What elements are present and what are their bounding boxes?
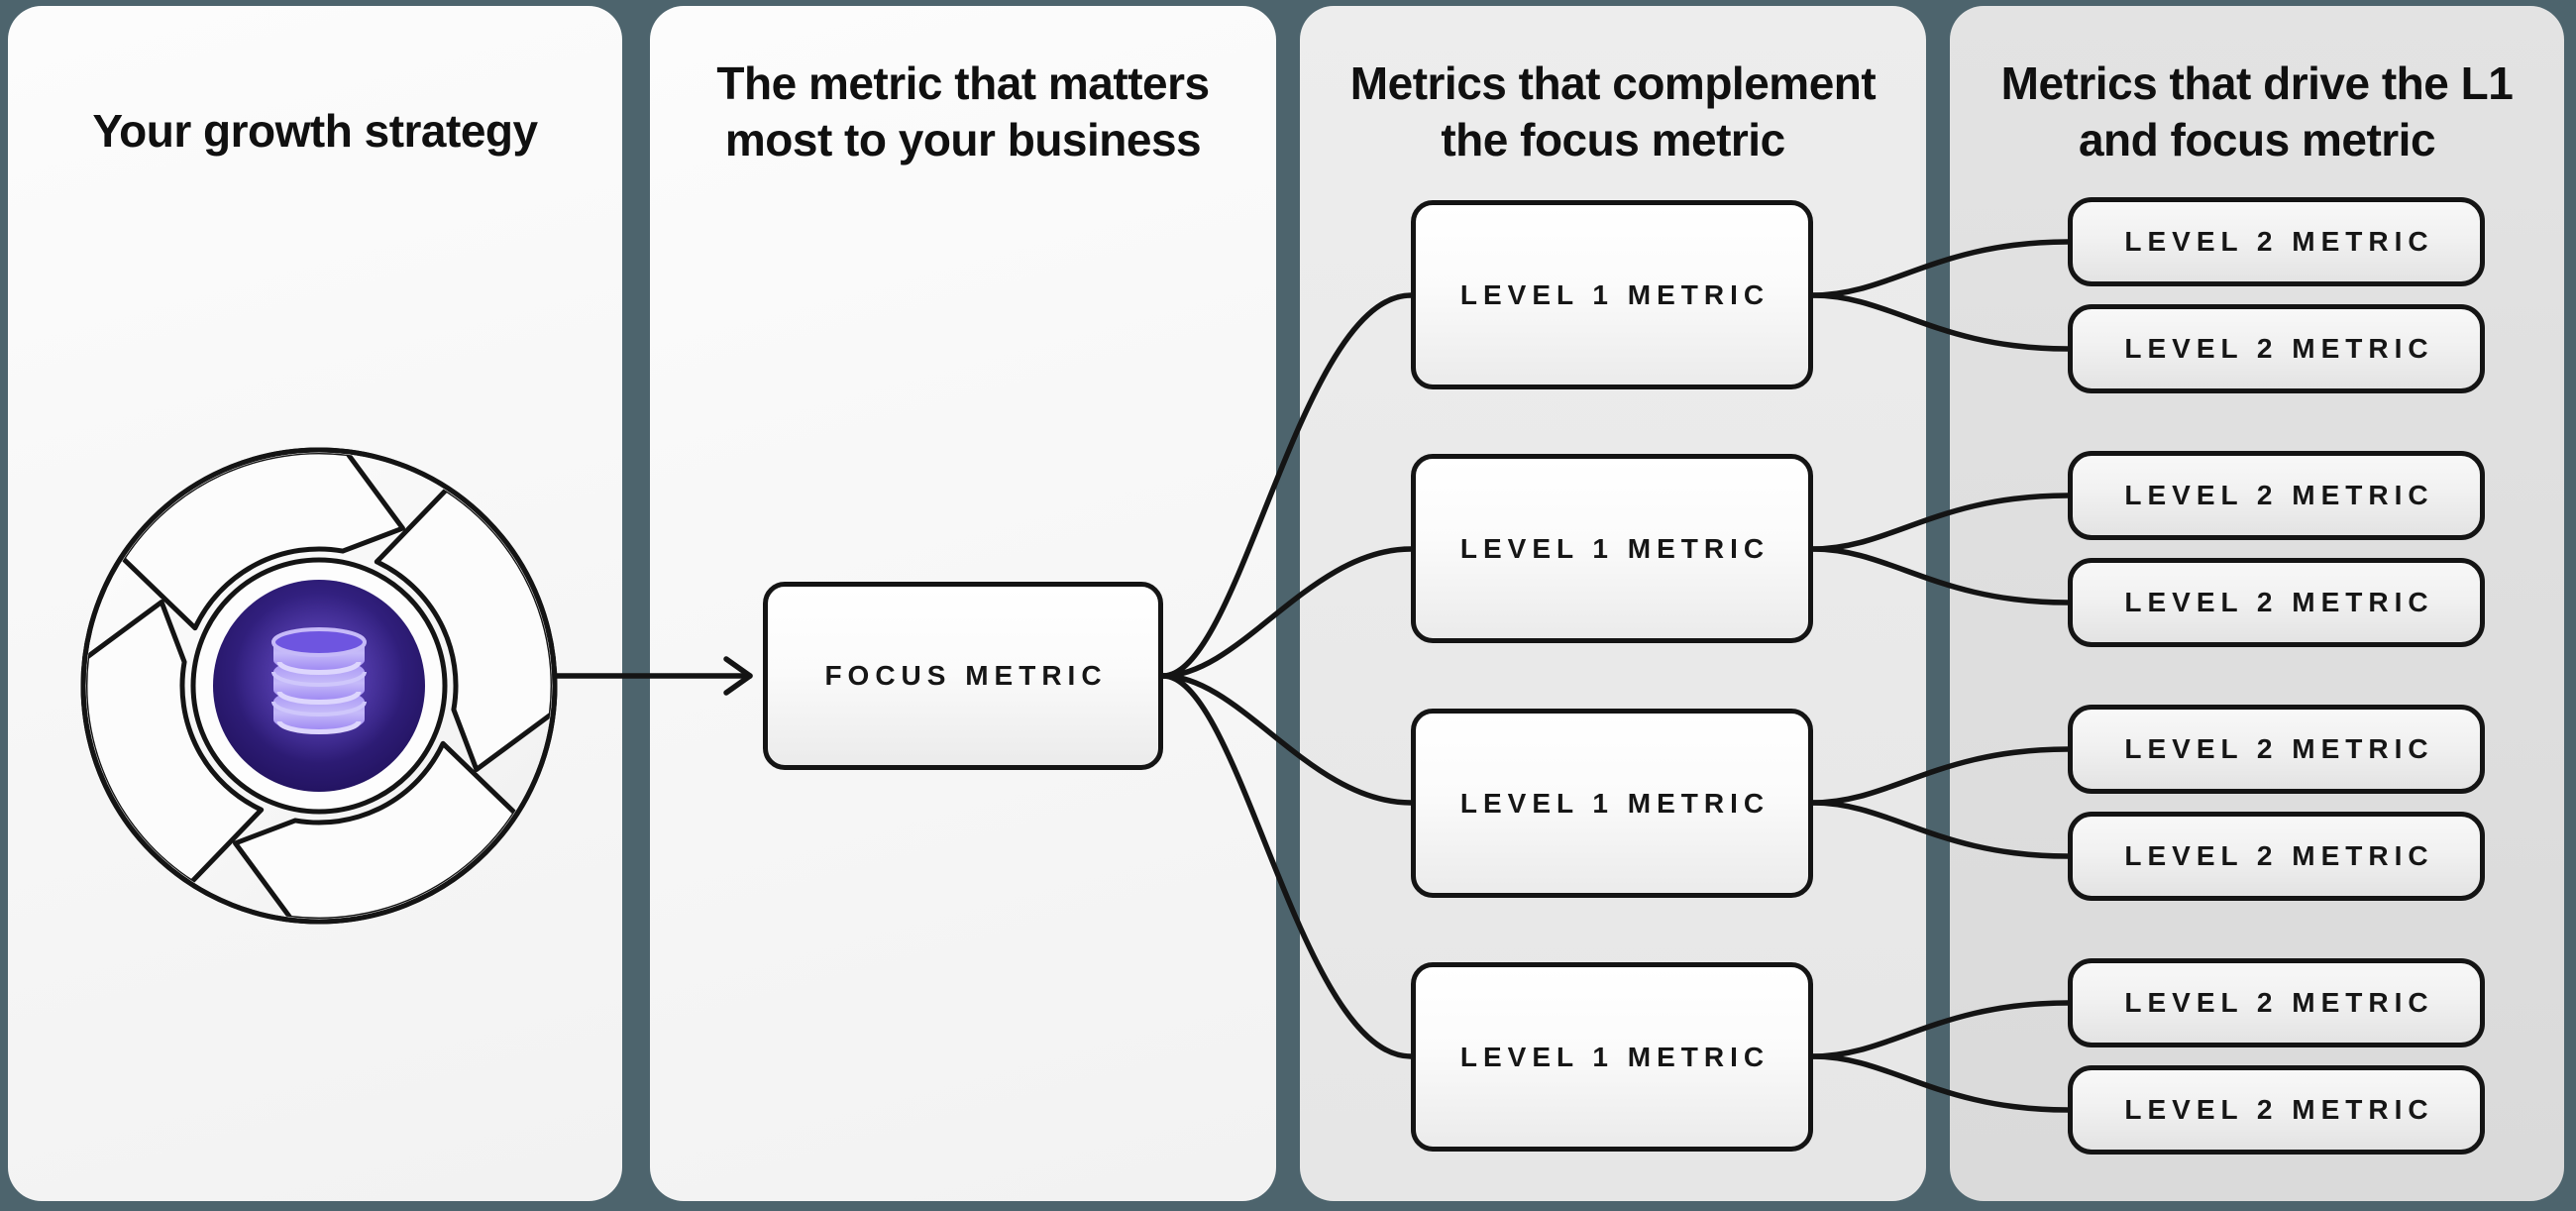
level2-metric-box: LEVEL 2 METRIC xyxy=(2068,705,2485,794)
level2-metric-box: LEVEL 2 METRIC xyxy=(2068,451,2485,540)
level1-metric-box: LEVEL 1 METRIC xyxy=(1411,962,1813,1152)
panel-title-level1-metrics: Metrics that complement the focus metric xyxy=(1300,55,1926,168)
title-line: Metrics that complement xyxy=(1349,57,1877,109)
panel-growth-strategy: Your growth strategy xyxy=(8,6,622,1201)
panel-title-growth-strategy: Your growth strategy xyxy=(8,103,622,160)
title-line: most to your business xyxy=(724,114,1202,166)
title-line: and focus metric xyxy=(2078,114,2436,166)
level2-metric-box: LEVEL 2 METRIC xyxy=(2068,197,2485,286)
title-line: the focus metric xyxy=(1441,114,1785,166)
title-line: Your growth strategy xyxy=(92,105,538,157)
level2-metric-box: LEVEL 2 METRIC xyxy=(2068,958,2485,1047)
level1-metric-box: LEVEL 1 METRIC xyxy=(1411,454,1813,643)
level1-metric-box: LEVEL 1 METRIC xyxy=(1411,709,1813,898)
focus-metric-box: FOCUS METRIC xyxy=(763,582,1163,770)
panel-title-level2-metrics: Metrics that drive the L1 and focus metr… xyxy=(1950,55,2564,168)
title-line: Metrics that drive the L1 xyxy=(2000,57,2514,109)
level2-metric-box: LEVEL 2 METRIC xyxy=(2068,558,2485,647)
title-line: The metric that matters xyxy=(716,57,1210,109)
panel-title-focus-metric: The metric that matters most to your bus… xyxy=(650,55,1276,168)
level2-metric-box: LEVEL 2 METRIC xyxy=(2068,1065,2485,1155)
level1-metric-box: LEVEL 1 METRIC xyxy=(1411,200,1813,389)
level2-metric-box: LEVEL 2 METRIC xyxy=(2068,304,2485,393)
level2-metric-box: LEVEL 2 METRIC xyxy=(2068,812,2485,901)
